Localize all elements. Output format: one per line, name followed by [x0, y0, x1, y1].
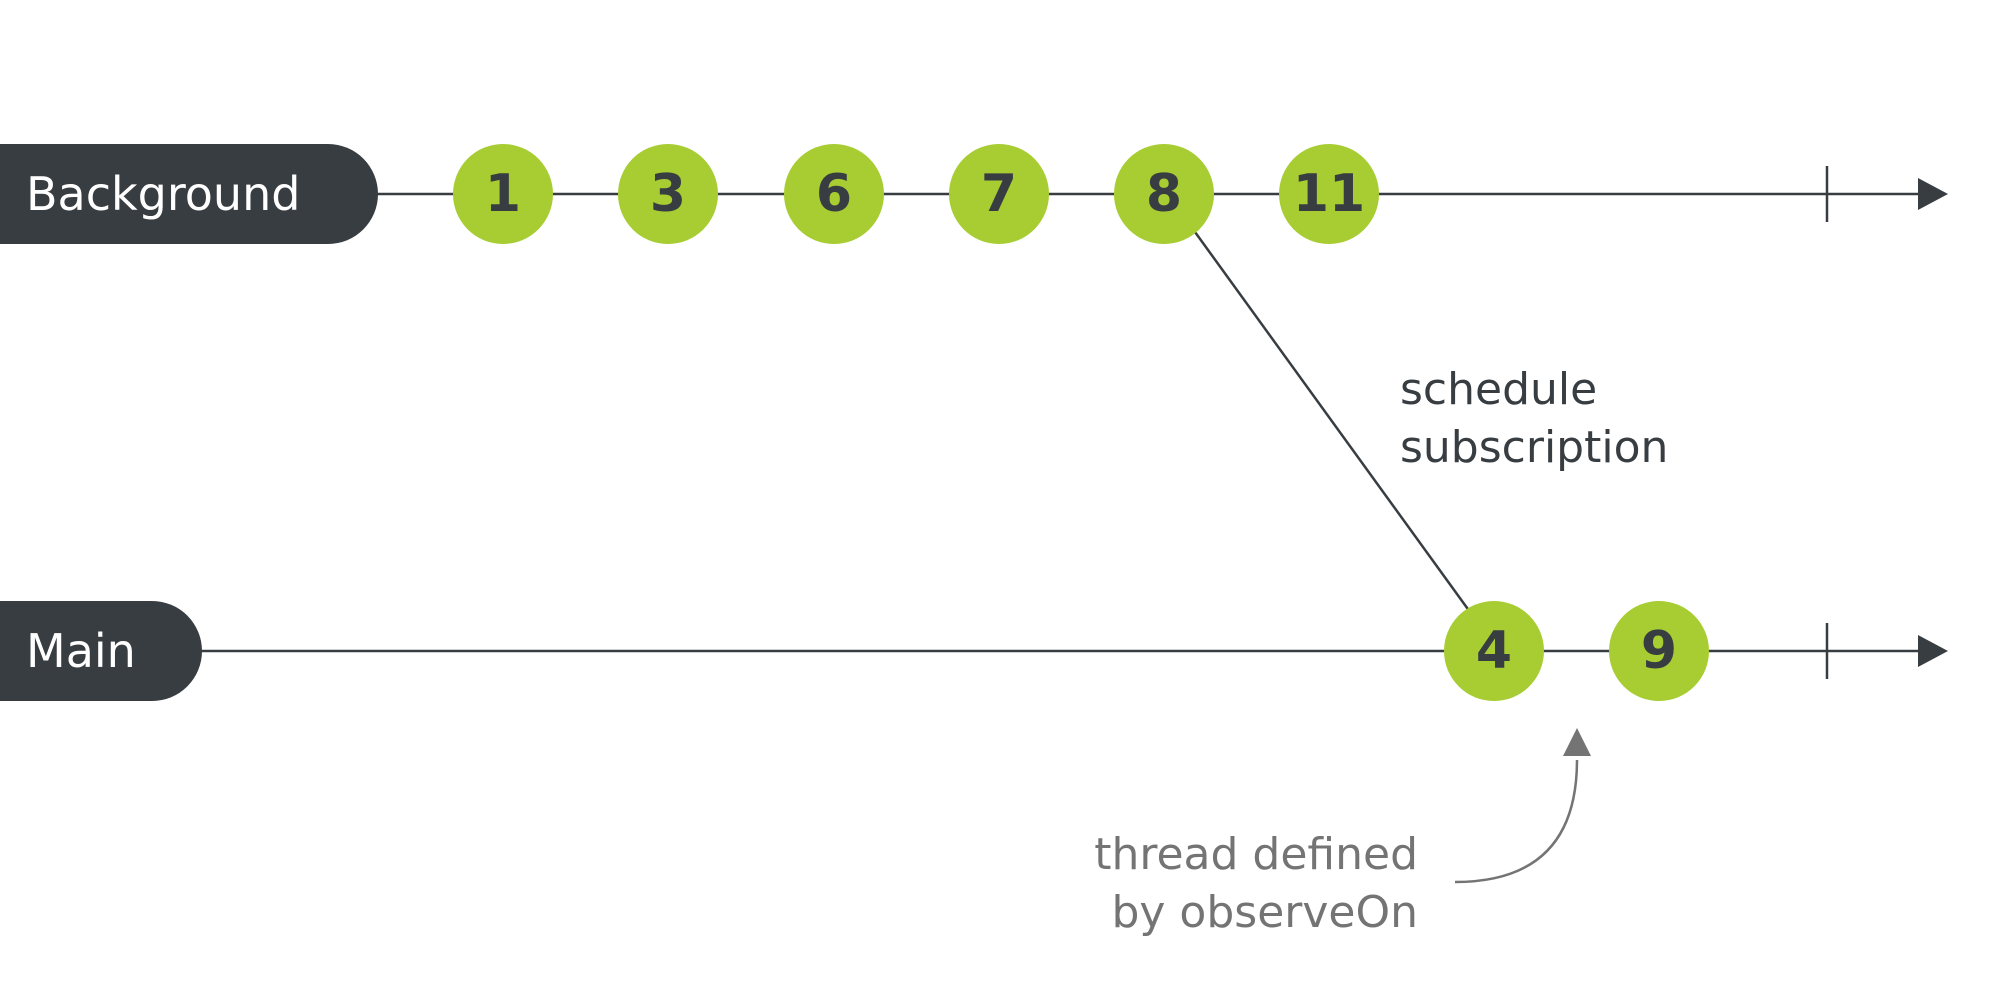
- event-marble: 11: [1279, 144, 1379, 244]
- main-lane-label: Main: [26, 624, 136, 678]
- event-value: 1: [485, 164, 521, 224]
- annotation-line: schedule: [1400, 364, 1597, 415]
- event-value: 11: [1293, 164, 1365, 224]
- background-lane-label-pill: [0, 144, 378, 244]
- annotation-line: thread defined: [1094, 829, 1418, 880]
- annotation-line: by observeOn: [1111, 887, 1418, 938]
- event-marble: 8: [1114, 144, 1214, 244]
- event-marble: 4: [1444, 601, 1544, 701]
- event-value: 3: [650, 164, 686, 224]
- schedule-connector-line: [1193, 231, 1472, 613]
- event-value: 6: [816, 164, 852, 224]
- background-lane: Background: [0, 144, 1948, 244]
- observe-on-annotation: thread defined by observeOn: [1094, 728, 1591, 938]
- event-marble: 3: [618, 144, 718, 244]
- event-marble: 9: [1609, 601, 1709, 701]
- observe-on-pointer-arrowhead: [1563, 728, 1591, 756]
- main-events: 4 9: [1444, 601, 1709, 701]
- background-arrowhead: [1918, 178, 1948, 210]
- event-value: 9: [1641, 621, 1677, 681]
- main-arrowhead: [1918, 635, 1948, 667]
- observe-on-pointer-curve: [1454, 759, 1579, 884]
- background-lane-label: Background: [26, 167, 300, 221]
- event-marble: 7: [949, 144, 1049, 244]
- background-events: 1 3 6 7 8 11: [453, 144, 1379, 244]
- annotation-line: subscription: [1400, 422, 1668, 473]
- schedule-subscription-annotation: schedule subscription: [1400, 364, 1668, 473]
- event-marble: 6: [784, 144, 884, 244]
- event-marble: 1: [453, 144, 553, 244]
- main-lane-label-pill: [0, 601, 202, 701]
- event-value: 8: [1146, 164, 1182, 224]
- event-value: 4: [1476, 621, 1512, 681]
- event-value: 7: [981, 164, 1017, 224]
